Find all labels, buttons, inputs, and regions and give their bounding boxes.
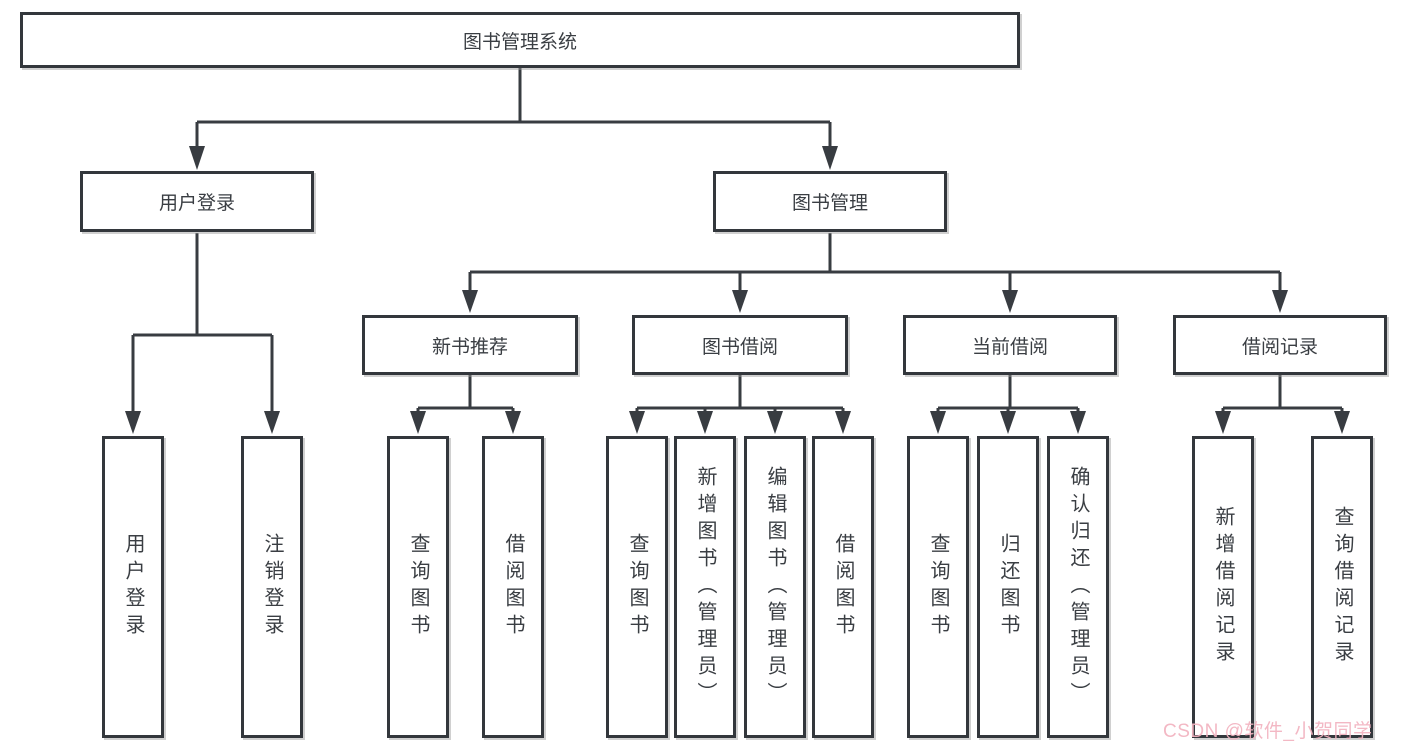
node-new-book-recommend-label: 新书推荐 — [431, 336, 508, 358]
leaf-add-books-admin: 新增图书（管理员） — [674, 436, 736, 738]
leaf-user-login: 用户登录 — [102, 436, 164, 738]
csdn-watermark: CSDN @软件_小贺同学 — [1163, 721, 1373, 742]
leaf-borrow-query-books: 查询图书 — [606, 436, 668, 738]
node-book-borrow-label: 图书借阅 — [701, 336, 778, 358]
node-book-management-branch-label: 图书管理 — [791, 193, 868, 214]
node-new-book-recommend: 新书推荐 — [362, 315, 578, 375]
leaf-add-borrow-record-label: 新增借阅记录 — [1212, 506, 1234, 668]
leaf-borrow-books-label: 借阅图书 — [832, 533, 854, 641]
leaf-borrow-query-books-label: 查询图书 — [626, 533, 648, 641]
node-user-login-branch-label: 用户登录 — [158, 193, 235, 214]
leaf-query-borrow-record: 查询借阅记录 — [1311, 436, 1373, 738]
node-current-borrow-label: 当前借阅 — [971, 336, 1048, 358]
leaf-recommend-query-books: 查询图书 — [387, 436, 449, 738]
leaf-edit-books-admin-label: 编辑图书（管理员） — [764, 465, 786, 709]
node-root: 图书管理系统 — [20, 12, 1020, 68]
leaf-current-query-books: 查询图书 — [907, 436, 969, 738]
node-current-borrow: 当前借阅 — [903, 315, 1117, 375]
leaf-add-books-admin-label: 新增图书（管理员） — [694, 465, 716, 709]
leaf-confirm-return-admin-label: 确认归还（管理员） — [1067, 465, 1089, 709]
leaf-recommend-query-books-label: 查询图书 — [407, 533, 429, 641]
node-book-borrow: 图书借阅 — [632, 315, 848, 375]
leaf-return-books: 归还图书 — [977, 436, 1039, 738]
leaf-confirm-return-admin: 确认归还（管理员） — [1047, 436, 1109, 738]
node-root-label: 图书管理系统 — [462, 31, 577, 53]
node-user-login-branch: 用户登录 — [80, 171, 314, 232]
leaf-add-borrow-record: 新增借阅记录 — [1192, 436, 1254, 738]
leaf-edit-books-admin: 编辑图书（管理员） — [744, 436, 806, 738]
leaf-current-query-books-label: 查询图书 — [927, 533, 949, 641]
leaf-query-borrow-record-label: 查询借阅记录 — [1331, 506, 1353, 668]
leaf-user-login-label: 用户登录 — [122, 533, 144, 641]
node-book-management-branch: 图书管理 — [713, 171, 947, 232]
leaf-return-books-label: 归还图书 — [997, 533, 1019, 641]
node-borrow-records: 借阅记录 — [1173, 315, 1387, 375]
leaf-borrow-books: 借阅图书 — [812, 436, 874, 738]
leaf-logout: 注销登录 — [241, 436, 303, 738]
leaf-recommend-borrow-books: 借阅图书 — [482, 436, 544, 738]
leaf-recommend-borrow-books-label: 借阅图书 — [502, 533, 524, 641]
leaf-logout-label: 注销登录 — [261, 533, 283, 641]
node-borrow-records-label: 借阅记录 — [1241, 336, 1318, 358]
